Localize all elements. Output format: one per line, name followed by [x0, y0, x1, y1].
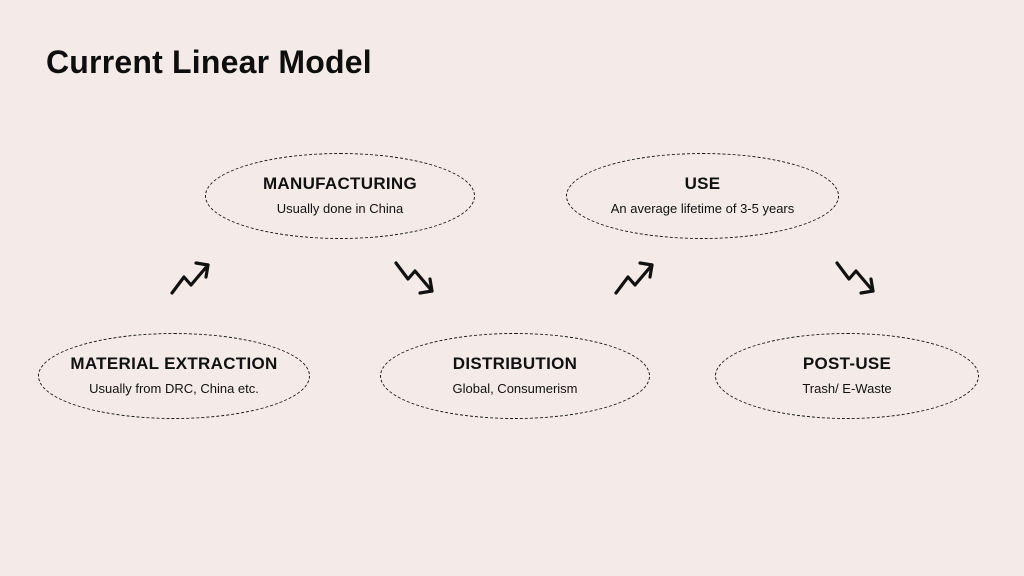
stage-material-extraction-sublabel: Usually from DRC, China etc.: [89, 381, 259, 397]
stage-use-sublabel: An average lifetime of 3-5 years: [610, 201, 795, 217]
stage-distribution-label: DISTRIBUTION: [452, 354, 578, 374]
zigzag-arrow-down-right-icon: [833, 256, 889, 300]
stage-material-extraction: MATERIAL EXTRACTION Usually from DRC, Ch…: [38, 333, 310, 419]
zigzag-arrow-up-right-icon: [168, 256, 224, 300]
stage-material-extraction-label: MATERIAL EXTRACTION: [70, 354, 278, 374]
stage-manufacturing: MANUFACTURING Usually done in China: [205, 153, 475, 239]
stage-post-use-sublabel: Trash/ E-Waste: [802, 381, 892, 397]
stage-post-use-label: POST-USE: [802, 354, 892, 374]
stage-manufacturing-sublabel: Usually done in China: [276, 201, 404, 217]
page-title: Current Linear Model: [46, 44, 372, 80]
stage-use: USE An average lifetime of 3-5 years: [566, 153, 839, 239]
zigzag-arrow-up-right-icon: [612, 256, 668, 300]
zigzag-arrow-down-right-icon: [392, 256, 448, 300]
stage-manufacturing-label: MANUFACTURING: [262, 174, 418, 194]
stage-distribution-sublabel: Global, Consumerism: [452, 381, 578, 397]
stage-use-label: USE: [684, 174, 721, 194]
stage-distribution: DISTRIBUTION Global, Consumerism: [380, 333, 650, 419]
stage-post-use: POST-USE Trash/ E-Waste: [715, 333, 979, 419]
